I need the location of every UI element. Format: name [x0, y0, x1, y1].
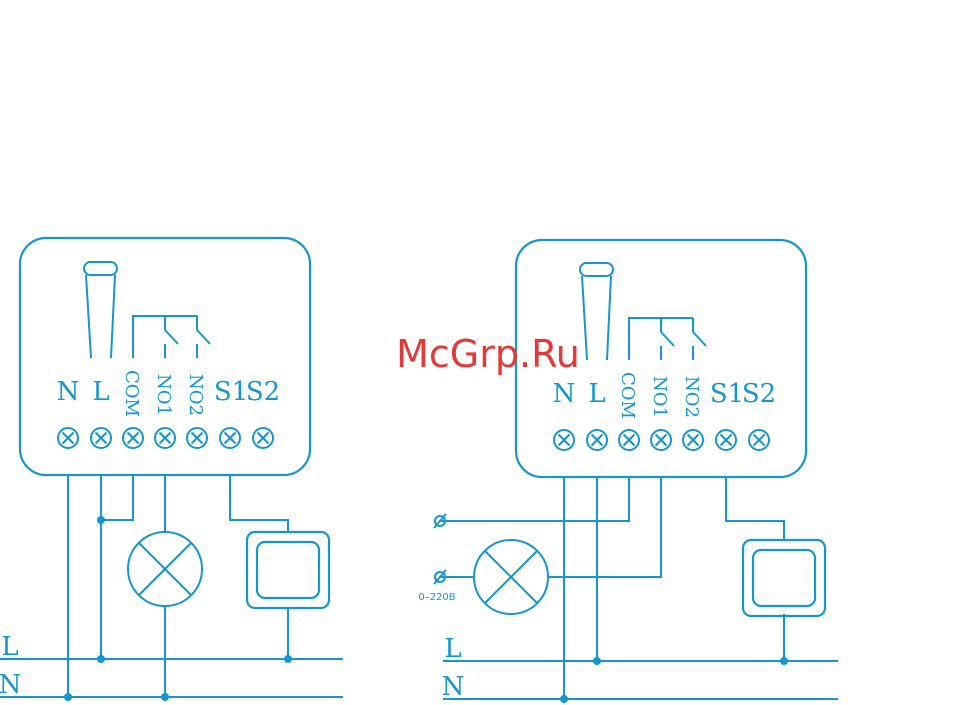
terminal-label-s2: S2 [742, 379, 776, 409]
terminal-label-n: N [553, 379, 576, 409]
line-label-l: L [1, 632, 18, 662]
voltage-source-icon [434, 514, 446, 584]
antenna-icon [84, 262, 117, 358]
lamp-icon [474, 540, 548, 614]
line-label-n: N [442, 672, 465, 702]
terminal-label-s1: S1 [710, 379, 744, 409]
terminal-label-no1: NO1 [649, 376, 670, 418]
line-label-n: N [0, 670, 21, 700]
relay-contact-icon [133, 316, 210, 358]
terminal-label-com: COM [617, 372, 638, 419]
lamp-icon [128, 532, 202, 606]
voltage-label: 0–220В [418, 592, 455, 603]
terminal-label-s2: S2 [246, 377, 280, 407]
terminal-label-no2: NO2 [681, 376, 702, 418]
terminal-label-s1: S1 [214, 377, 248, 407]
junction-dot-icon [560, 657, 788, 703]
terminal-label-l: L [92, 377, 109, 407]
right-diagram: N L COM NO1 NO2 S1 S2 0–220В [418, 240, 838, 703]
terminal-label-no1: NO1 [153, 374, 174, 416]
wall-switch-icon [743, 540, 825, 616]
terminal-screw-icon [554, 430, 769, 450]
terminal-label-com: COM [121, 370, 142, 417]
terminal-label-l: L [588, 379, 605, 409]
relay-contact-icon [629, 318, 706, 360]
wall-switch-icon [247, 532, 329, 608]
line-label-l: L [444, 634, 461, 664]
antenna-icon [580, 263, 613, 360]
watermark: McGrp.Ru [396, 332, 580, 376]
left-diagram: N L COM NO1 NO2 S1 S2 [0, 238, 343, 701]
terminal-label-n: N [57, 377, 80, 407]
terminal-screw-icon [58, 428, 273, 448]
terminal-label-no2: NO2 [185, 374, 206, 416]
